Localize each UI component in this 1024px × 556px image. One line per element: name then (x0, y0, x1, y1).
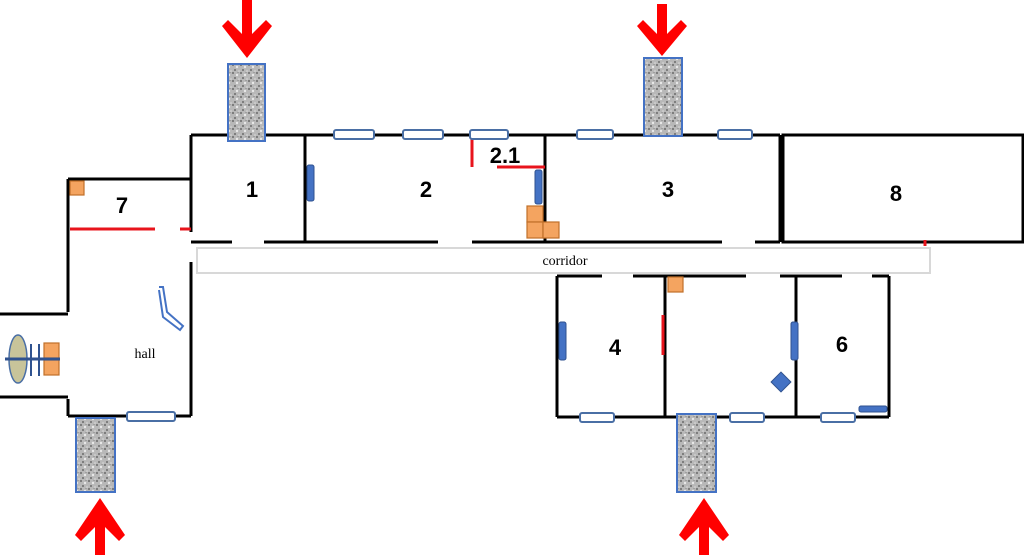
window-icon (402, 129, 444, 140)
stone-block-icon (643, 57, 683, 137)
up-arrow-icon (75, 498, 125, 555)
window-icon (820, 412, 856, 423)
room-label-2: 2 (420, 177, 432, 202)
window-icon (717, 129, 753, 140)
room-label-8: 8 (890, 181, 902, 206)
stone-blocks (75, 57, 717, 493)
room-label-6: 6 (836, 332, 848, 357)
blue-fixtures (306, 164, 888, 413)
stone-block-icon (676, 413, 717, 493)
hall-label: hall (135, 347, 156, 362)
stone-block-icon (227, 63, 266, 142)
window-icon (126, 411, 176, 422)
red-partitions (70, 135, 927, 355)
window-icon (469, 129, 509, 140)
down-arrow-icon (222, 0, 272, 58)
room-label-4: 4 (609, 335, 622, 360)
window-icon (333, 129, 375, 140)
room-label-1: 1 (246, 177, 258, 202)
corridor-band (196, 247, 931, 274)
walls (0, 133, 1024, 419)
room-label-3: 3 (662, 177, 674, 202)
room-label-2-1: 2.1 (490, 143, 521, 168)
stone-block-icon (75, 417, 116, 493)
room-label-7: 7 (116, 193, 128, 218)
windows (126, 129, 856, 423)
down-arrow-icon (637, 4, 687, 56)
entrance-arrows (75, 0, 729, 555)
corridor-label: corridor (542, 254, 587, 269)
up-arrow-icon (679, 498, 729, 555)
orange-boxes (43, 180, 684, 376)
vestibule-fixture (5, 334, 60, 384)
window-icon (576, 129, 614, 140)
hall-angled-fixture (158, 286, 185, 332)
window-icon (579, 412, 615, 423)
window-icon (729, 412, 765, 423)
